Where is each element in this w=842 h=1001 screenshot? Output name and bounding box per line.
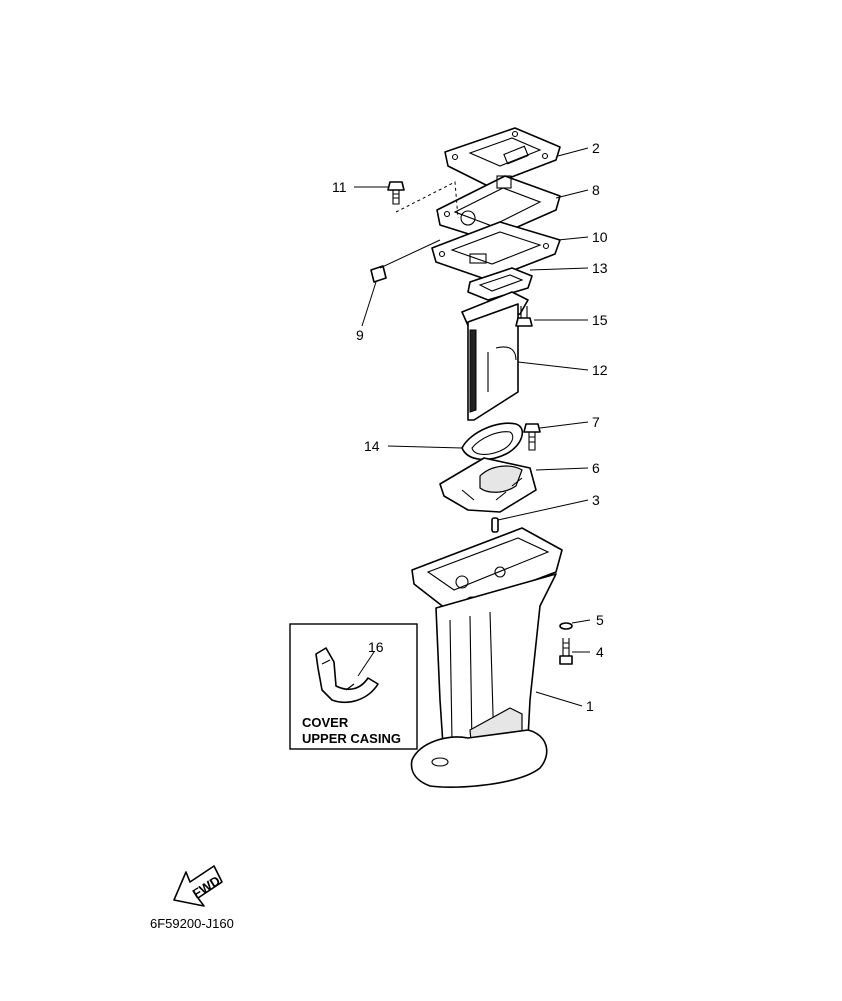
inset-label-line1: COVER bbox=[302, 715, 349, 730]
callout-3: 3 bbox=[592, 492, 600, 508]
leader-lines bbox=[354, 147, 591, 707]
callout-12: 12 bbox=[592, 362, 608, 378]
part-15-bolt bbox=[515, 306, 533, 327]
part-7-bolt bbox=[523, 423, 541, 451]
part-10-gasket bbox=[431, 221, 561, 281]
callout-16: 16 bbox=[368, 639, 384, 655]
callout-4: 4 bbox=[596, 644, 604, 660]
part-14-gasket bbox=[461, 422, 524, 461]
part-5-washer bbox=[559, 622, 573, 630]
callout-8: 8 bbox=[592, 182, 600, 198]
drawing-code: 6F59200-J160 bbox=[150, 916, 234, 931]
part-1-upper-casing bbox=[410, 527, 563, 788]
callout-14: 14 bbox=[364, 438, 380, 454]
inset-cover-upper-casing: 16 COVER UPPER CASING bbox=[289, 623, 418, 750]
part-13-gasket bbox=[467, 267, 533, 301]
callout-7: 7 bbox=[592, 414, 600, 430]
callout-1: 1 bbox=[586, 698, 594, 714]
part-4-bolt bbox=[559, 638, 573, 665]
part-8-plate bbox=[436, 175, 561, 241]
part-11-bolt bbox=[387, 181, 405, 205]
part-12-exhaust-guide bbox=[461, 291, 529, 421]
callout-11: 11 bbox=[332, 179, 347, 195]
part-2-gasket bbox=[444, 127, 561, 187]
callout-6: 6 bbox=[592, 460, 600, 476]
part-3-dowel-pin bbox=[491, 517, 499, 533]
callout-13: 13 bbox=[592, 260, 608, 276]
fwd-arrow-icon: FWD bbox=[173, 865, 223, 907]
part-6-mount bbox=[439, 457, 537, 513]
callout-9: 9 bbox=[356, 327, 364, 343]
inset-label-line2: UPPER CASING bbox=[302, 731, 401, 746]
part-9-grommet bbox=[370, 265, 387, 283]
callout-2: 2 bbox=[592, 140, 600, 156]
callout-5: 5 bbox=[596, 612, 604, 628]
callout-10: 10 bbox=[592, 229, 608, 245]
callout-15: 15 bbox=[592, 312, 608, 328]
